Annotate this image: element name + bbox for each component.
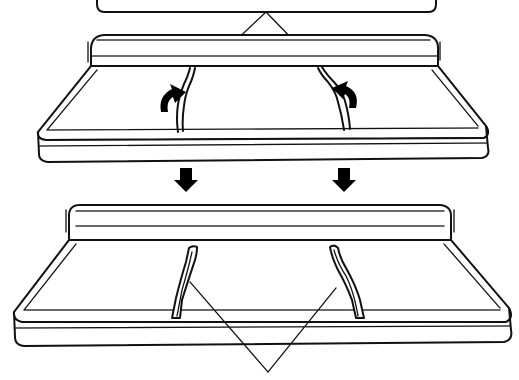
tray-top	[38, 35, 489, 162]
down-arrow-right-icon	[332, 168, 356, 192]
tray-bottom	[14, 205, 511, 372]
down-arrow-left-icon	[174, 168, 198, 192]
